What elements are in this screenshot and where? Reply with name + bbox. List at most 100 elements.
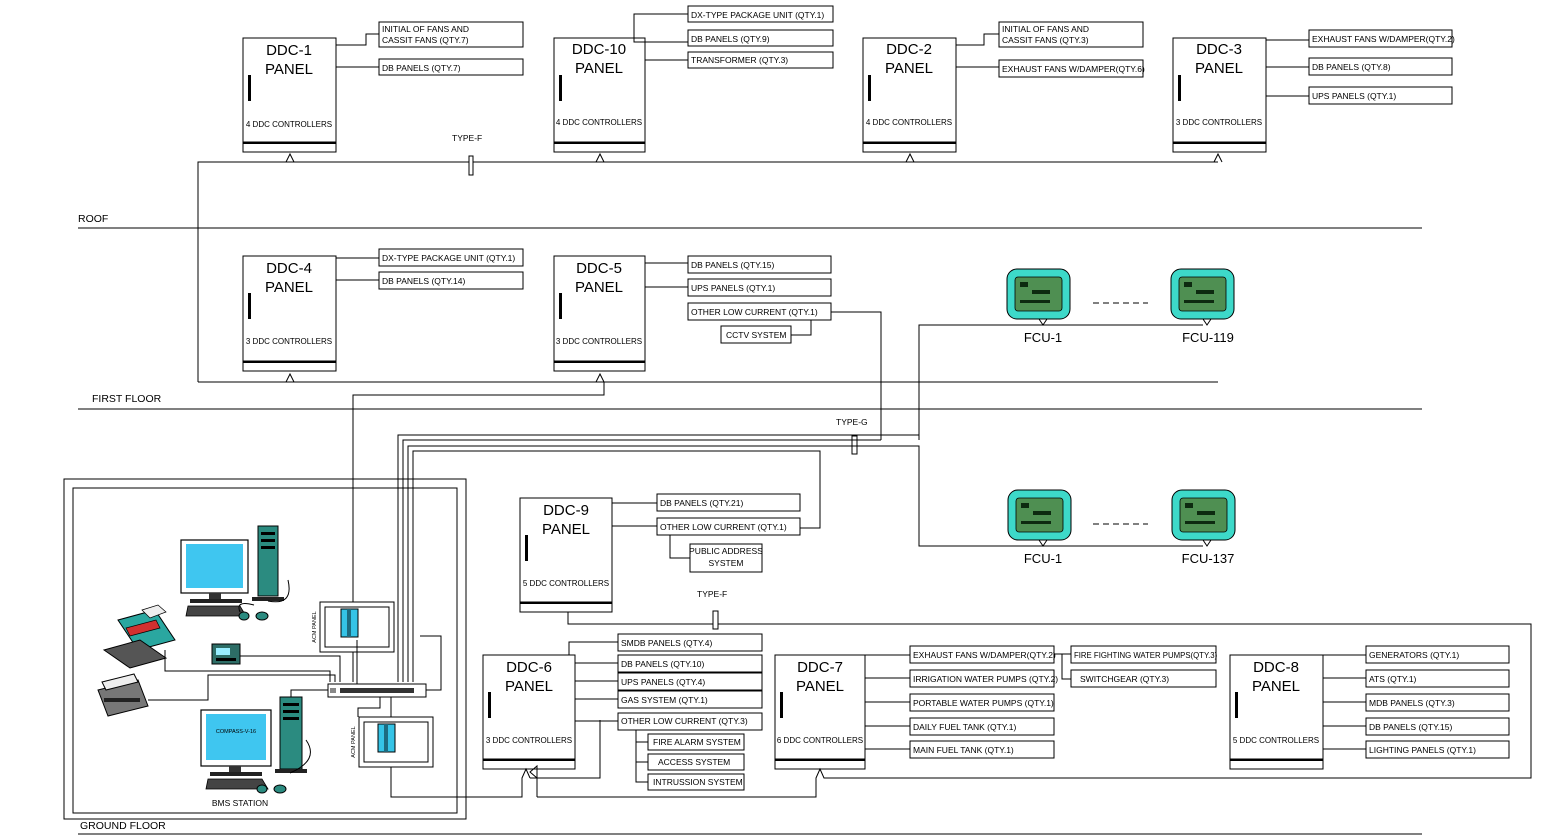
ddc6-item: INTRUSSION SYSTEM xyxy=(653,777,743,787)
ddc5-item: OTHER LOW CURRENT (QTY.1) xyxy=(691,307,818,317)
ddc2-item-box xyxy=(998,21,1144,48)
ddc10-item: DX-TYPE PACKAGE UNIT (QTY.1) xyxy=(691,10,824,20)
ddc9-controllers: 5 DDC CONTROLLERS xyxy=(523,579,609,588)
ddc7-item: FIRE FIGHTING WATER PUMPS(QTY.3) xyxy=(1074,651,1218,660)
ddc6-name: DDC-6 xyxy=(506,659,552,676)
acm-panel-label: ACM PANEL xyxy=(312,611,318,642)
ddc7-item: MAIN FUEL TANK (QTY.1) xyxy=(913,745,1014,755)
ddc5-panel[interactable]: DDC-5 PANEL 3 DDC CONTROLLERS xyxy=(553,255,646,372)
acm-panel-label: ACM PANEL xyxy=(351,726,357,757)
ddc3-item-box xyxy=(1308,29,1453,48)
ddc10-name: DDC-10 xyxy=(572,41,626,58)
ddc7-item: SWITCHGEAR (QTY.3) xyxy=(1080,674,1169,684)
ddc5-item: UPS PANELS (QTY.1) xyxy=(691,283,775,293)
keyboard-icon xyxy=(185,605,247,617)
printer-icon[interactable] xyxy=(102,604,176,669)
ddc2-item: CASSIT FANS (QTY.3) xyxy=(1002,35,1089,45)
fcu-row1-first: FCU-1 xyxy=(1024,330,1062,345)
ddc9-item: SYSTEM xyxy=(709,558,744,568)
ddc4-item: DX-TYPE PACKAGE UNIT (QTY.1) xyxy=(382,253,515,263)
ddc8-controllers: 5 DDC CONTROLLERS xyxy=(1233,736,1319,745)
ddc1-panel[interactable]: DDC-1 PANEL 4 DDC CONTROLLERS xyxy=(242,37,337,153)
ddc5-controllers: 3 DDC CONTROLLERS xyxy=(556,337,642,346)
ddc9-item: PUBLIC ADDRESS xyxy=(689,546,763,556)
ddc2-item: INITIAL OF FANS AND xyxy=(1002,24,1089,34)
type-f-roof-label: TYPE-F xyxy=(452,133,482,143)
type-f-ground-label: TYPE-F xyxy=(697,589,727,599)
ddc10-controllers: 4 DDC CONTROLLERS xyxy=(556,118,642,127)
ddc7-item: DAILY FUEL TANK (QTY.1) xyxy=(913,722,1016,732)
ddc8-panel[interactable]: DDC-8 PANEL 5 DDC CONTROLLERS xyxy=(1229,654,1324,770)
ddc6-item: ACCESS SYSTEM xyxy=(658,757,730,767)
ddc7-item: IRRIGATION WATER PUMPS (QTY.2) xyxy=(913,674,1058,684)
ddc2-controllers: 4 DDC CONTROLLERS xyxy=(866,118,952,127)
roof-bus xyxy=(197,161,1218,382)
bms-monitor-icon[interactable]: COMPASS-V-16 xyxy=(200,709,272,776)
fcu-unit[interactable] xyxy=(1171,489,1236,541)
ddc10-item-box xyxy=(687,29,834,47)
ddc8-item: MDB PANELS (QTY.3) xyxy=(1369,698,1455,708)
ddc1-controllers: 4 DDC CONTROLLERS xyxy=(246,120,332,129)
ddc6-item: SMDB PANELS (QTY.4) xyxy=(621,638,712,648)
ddc3-controllers: 3 DDC CONTROLLERS xyxy=(1176,118,1262,127)
ddc5-item: DB PANELS (QTY.15) xyxy=(691,260,774,270)
monitor-icon[interactable] xyxy=(180,539,249,603)
ddc5-item: CCTV SYSTEM xyxy=(726,330,786,340)
ddc3-panel[interactable]: DDC-3 PANEL 3 DDC CONTROLLERS xyxy=(1172,37,1267,153)
ddc7-controllers: 6 DDC CONTROLLERS xyxy=(777,736,863,745)
type-f-roof-marker xyxy=(468,155,474,176)
fcu-unit[interactable] xyxy=(1170,268,1235,320)
computer-tower-icon xyxy=(252,525,284,601)
ddc1-item: INITIAL OF FANS AND xyxy=(382,24,469,34)
ddc6-item: FIRE ALARM SYSTEM xyxy=(653,737,741,747)
ddc4-panel[interactable]: DDC-4 PANEL 3 DDC CONTROLLERS xyxy=(242,255,337,372)
ddc2-item-box xyxy=(998,59,1144,78)
ddc10-item: DB PANELS (QTY.9) xyxy=(691,34,770,44)
ddc2-sub: PANEL xyxy=(885,60,933,77)
ddc10-panel[interactable]: DDC-10 PANEL 4 DDC CONTROLLERS xyxy=(553,37,646,153)
ddc6-item: OTHER LOW CURRENT (QTY.3) xyxy=(621,716,748,726)
ddc4-name: DDC-4 xyxy=(266,260,312,277)
ddc1-item: DB PANELS (QTY.7) xyxy=(382,63,461,73)
ddc2-name: DDC-2 xyxy=(886,41,932,58)
network-switch-icon xyxy=(327,683,427,698)
ddc5-sub: PANEL xyxy=(575,279,623,296)
mouse-icon xyxy=(238,611,269,621)
type-f-ground-marker xyxy=(712,610,719,630)
ddc4-item: DB PANELS (QTY.14) xyxy=(382,276,465,286)
type-g-marker xyxy=(851,435,858,455)
ddc9-panel[interactable]: DDC-9 PANEL 5 DDC CONTROLLERS xyxy=(519,497,613,613)
ddc1-item-box xyxy=(378,21,524,48)
modem-icon xyxy=(211,643,241,665)
ddc2-panel[interactable]: DDC-2 PANEL 4 DDC CONTROLLERS xyxy=(862,37,957,153)
acm-panel-1[interactable]: ACM PANEL xyxy=(312,601,395,653)
ddc5-name: DDC-5 xyxy=(576,260,622,277)
ddc3-item: EXHAUST FANS W/DAMPER(QTY.2) xyxy=(1312,34,1455,44)
ddc4-sub: PANEL xyxy=(265,279,313,296)
keyboard-icon xyxy=(205,778,269,790)
acm-panel-2[interactable]: ACM PANEL xyxy=(351,716,434,768)
ddc2-item: EXHAUST FANS W/DAMPER(QTY.6) xyxy=(1002,64,1145,74)
ddc10-item: TRANSFORMER (QTY.3) xyxy=(691,55,788,65)
mouse-icon xyxy=(256,784,287,794)
ddc3-name: DDC-3 xyxy=(1196,41,1242,58)
ddc9-sub: PANEL xyxy=(542,521,590,538)
ddc7-item: EXHAUST FANS W/DAMPER(QTY.2) xyxy=(913,650,1056,660)
ddc6-panel[interactable]: DDC-6 PANEL 3 DDC CONTROLLERS xyxy=(482,654,576,770)
ddc1-name: DDC-1 xyxy=(266,42,312,59)
ddc7-sub: PANEL xyxy=(796,678,844,695)
ddc7-panel[interactable]: DDC-7 PANEL 6 DDC CONTROLLERS xyxy=(774,654,866,770)
monitor-text: COMPASS-V-16 xyxy=(216,729,256,735)
ddc8-item: ATS (QTY.1) xyxy=(1369,674,1417,684)
ddc6-controllers: 3 DDC CONTROLLERS xyxy=(486,736,572,745)
ddc6-item: DB PANELS (QTY.10) xyxy=(621,659,704,669)
fcu-unit[interactable] xyxy=(1006,268,1071,320)
ddc8-sub: PANEL xyxy=(1252,678,1300,695)
bms-outer-frame xyxy=(63,478,467,820)
dot-matrix-printer-icon xyxy=(97,673,149,717)
bms-inner-frame xyxy=(72,487,458,814)
ddc10-sub: PANEL xyxy=(575,60,623,77)
fcu-unit[interactable] xyxy=(1007,489,1072,541)
ddc3-item: DB PANELS (QTY.8) xyxy=(1312,62,1391,72)
